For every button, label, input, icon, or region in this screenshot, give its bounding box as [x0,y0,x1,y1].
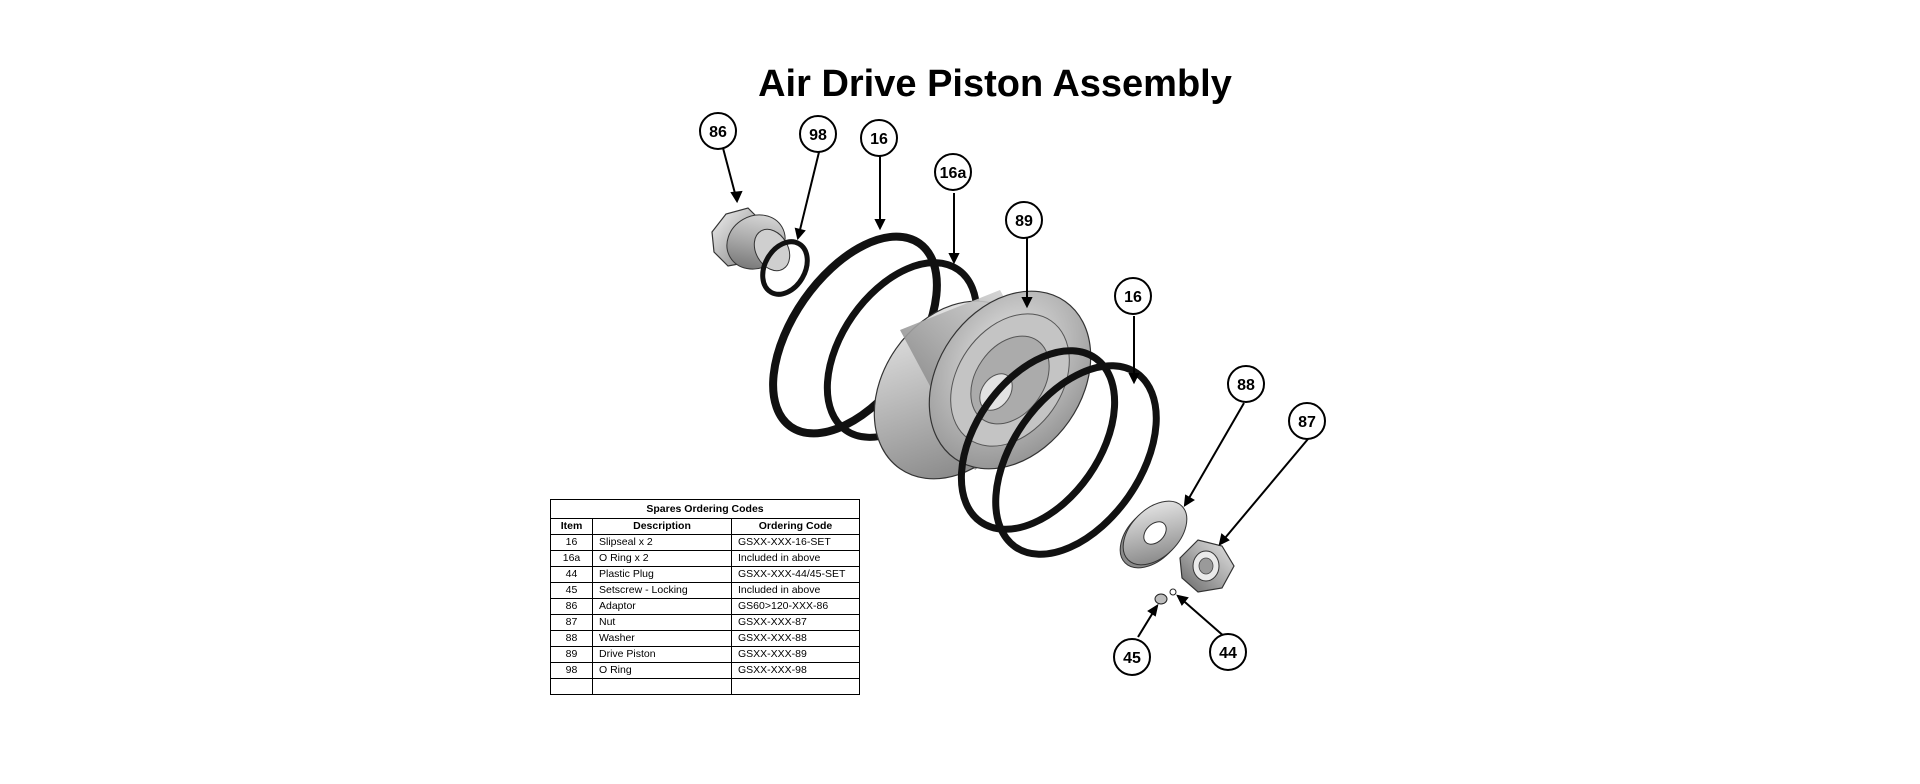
cell-item: 89 [550,646,593,663]
cell-description: Slipseal x 2 [592,534,732,551]
cell-ordering-code: Included in above [730,582,861,599]
spares-ordering-table: Spares Ordering Codes Item Description O… [549,499,861,695]
callout-label: 16 [1124,289,1142,306]
cell-ordering-code: GSXX-XXX-89 [730,646,861,663]
cell-description: O Ring x 2 [592,550,732,567]
cell-item: 98 [550,662,593,679]
callout-5: 89 [1005,201,1043,239]
callout-label: 45 [1123,650,1141,667]
callout-label: 16a [940,165,967,182]
column-header-description: Description [592,518,732,535]
cell-item: 16a [550,550,593,567]
cell-description: Drive Piston [592,646,732,663]
callout-label: 44 [1219,645,1237,662]
cell-ordering-code: GSXX-XXX-16-SET [730,534,861,551]
cell-ordering-code [730,678,861,695]
cell-item [550,678,593,695]
callout-label: 16 [870,131,888,148]
cell-ordering-code: Included in above [730,550,861,567]
leader-lines [722,147,1309,639]
callout-label: 88 [1237,377,1255,394]
callout-label: 98 [809,127,827,144]
plastic-plug-part [1169,588,1177,596]
callout-label: 87 [1298,414,1316,431]
callout-label: 86 [709,124,727,141]
cell-description [592,678,732,695]
callout-4: 16a [934,153,972,191]
cell-ordering-code: GSXX-XXX-44/45-SET [730,566,861,583]
cell-ordering-code: GSXX-XXX-88 [730,630,861,647]
cell-description: Setscrew - Locking [592,582,732,599]
table-title: Spares Ordering Codes [549,499,861,519]
cell-item: 88 [550,630,593,647]
o-ring-98-part [760,239,810,297]
slipseal-16-right-part [957,347,1119,533]
callout-10: 44 [1209,633,1247,671]
column-header-ordering-code: Ordering Code [730,518,861,535]
adaptor-part [711,207,791,272]
washer-part [1119,500,1188,569]
cell-item: 45 [550,582,593,599]
callout-3: 16 [860,119,898,157]
callout-1: 86 [699,112,737,150]
callout-bubbles: 86 98 16 16a 89 16 88 87 45 44 [699,112,1326,676]
column-header-item: Item [550,518,593,535]
callout-9: 45 [1113,638,1151,676]
cell-description: O Ring [592,662,732,679]
table-row [550,678,861,695]
cell-ordering-code: GSXX-XXX-98 [730,662,861,679]
drive-piston-part [873,290,1092,480]
callout-6: 16 [1114,277,1152,315]
callout-label: 89 [1015,213,1033,230]
cell-ordering-code: GSXX-XXX-87 [730,614,861,631]
cell-description: Adaptor [592,598,732,615]
cell-description: Plastic Plug [592,566,732,583]
page-title: Air Drive Piston Assembly [758,63,1232,105]
callout-8: 87 [1288,402,1326,440]
callout-7: 88 [1227,365,1265,403]
cell-description: Nut [592,614,732,631]
cell-item: 87 [550,614,593,631]
cell-ordering-code: GS60>120-XXX-86 [730,598,861,615]
setscrew-part [1154,593,1168,605]
nut-part [1179,539,1235,593]
cell-item: 16 [550,534,593,551]
callout-2: 98 [799,115,837,153]
cell-description: Washer [592,630,732,647]
cell-item: 86 [550,598,593,615]
cell-item: 44 [550,566,593,583]
